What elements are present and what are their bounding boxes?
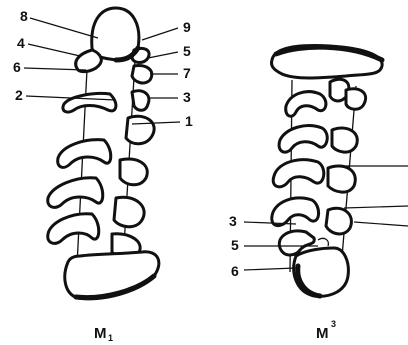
- m1-label-9: 9: [183, 19, 191, 35]
- tooth-m3: 3 5 6 M 3: [229, 46, 408, 342]
- m1-label-1: 1: [185, 113, 193, 129]
- m1-label-5: 5: [183, 43, 191, 59]
- m3-label-5: 5: [231, 237, 239, 253]
- m1-label-3: 3: [183, 89, 191, 105]
- m1-label-7: 7: [183, 65, 191, 81]
- tooth-m1: 8 4 6 2 9 5 7 3 1 M 1: [13, 8, 193, 343]
- m3-caption-superscript: 3: [331, 319, 336, 329]
- m1-label-8: 8: [20, 8, 28, 24]
- m1-label-6: 6: [13, 59, 21, 75]
- m1-label-4: 4: [17, 35, 25, 51]
- m3-label-6: 6: [231, 263, 239, 279]
- m1-label-2: 2: [15, 87, 23, 103]
- m3-label-3: 3: [229, 213, 237, 229]
- m3-caption: M: [316, 325, 329, 342]
- m1-caption-subscript: 1: [108, 333, 113, 343]
- m1-caption: M: [94, 325, 107, 342]
